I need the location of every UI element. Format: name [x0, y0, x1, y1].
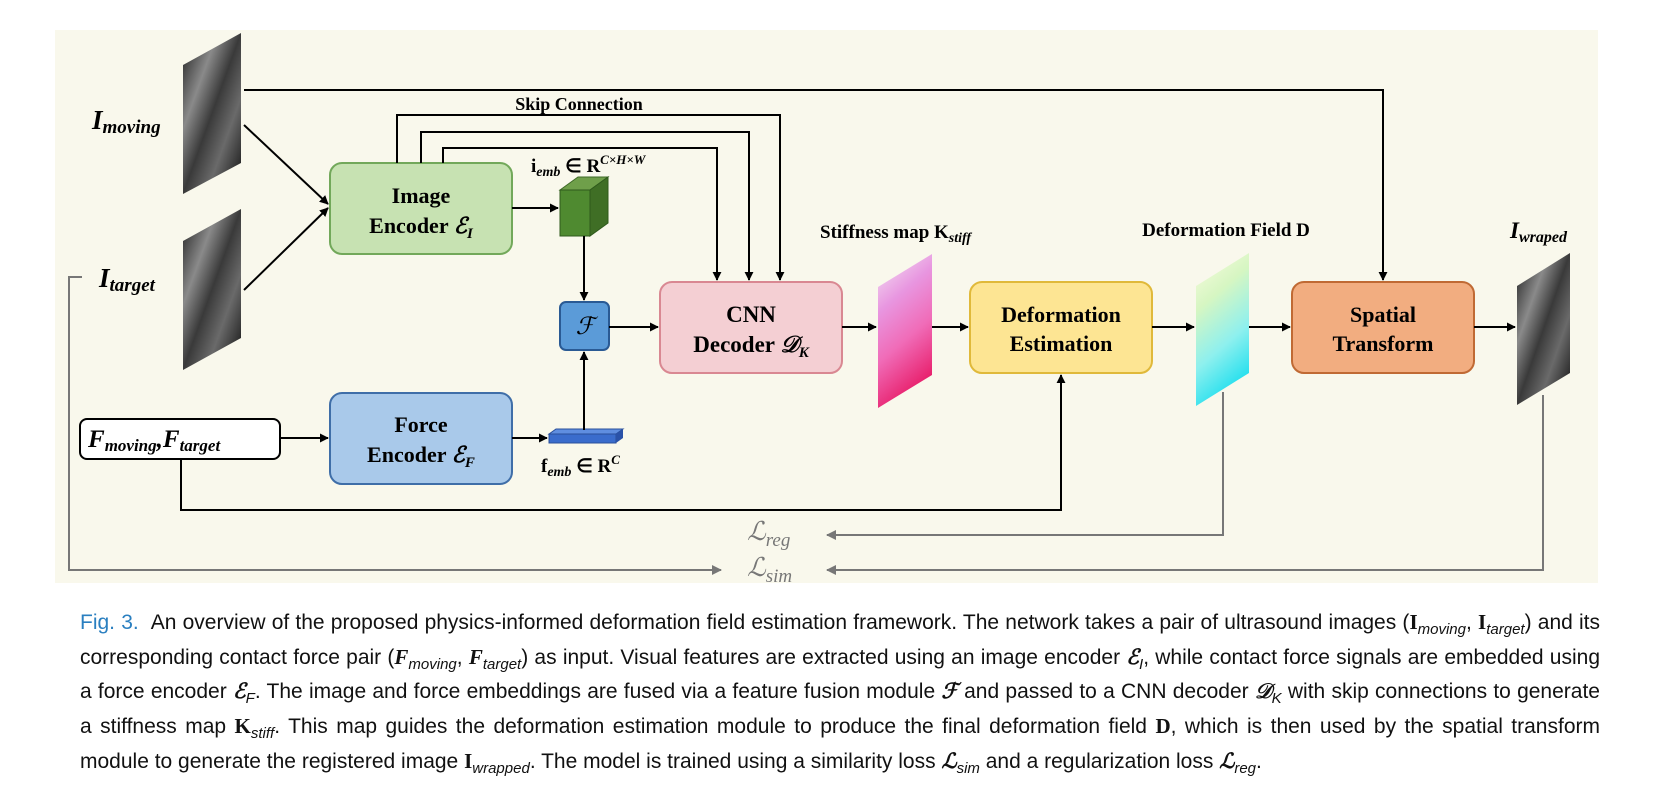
- i-emb-label: iemb ∈ RC×H×W: [531, 152, 647, 180]
- skip-connection-label: Skip Connection: [515, 94, 643, 114]
- cnn-decoder-line1: CNN: [726, 302, 776, 327]
- image-embedding-cube: [558, 176, 610, 237]
- deformation-field-label: Deformation Field D: [1142, 220, 1310, 241]
- wraped-ultrasound-image: [1517, 253, 1570, 405]
- loss-arrows: [68, 276, 1544, 575]
- f-emb-label: femb ∈ RC: [541, 452, 620, 480]
- stiffness-map-image: [878, 254, 932, 408]
- fusion-symbol: ℱ: [576, 314, 599, 340]
- figure-label: Fig. 3.: [80, 611, 139, 634]
- force-embedding-bar: [547, 428, 625, 444]
- data-flow-arrows: [180, 89, 1516, 511]
- target-ultrasound-image: [183, 209, 241, 370]
- cnn-decoder-box: [659, 281, 843, 374]
- spatial-transform-box: [1291, 281, 1475, 374]
- moving-ultrasound-image: [183, 33, 241, 194]
- loss-sim-label: ℒsim: [747, 553, 792, 587]
- stiffness-map-label: Stiffness map Kstiff: [820, 222, 972, 246]
- deformation-estimation-box: [969, 281, 1153, 374]
- force-input-label: Fmoving,Ftarget: [87, 426, 221, 455]
- spatial-transform-line2: Transform: [1332, 331, 1433, 356]
- force-encoder-line1: Force: [394, 412, 448, 437]
- force-encoder-line2: Encoder ℰF: [367, 442, 475, 471]
- framework-diagram: Imoving Itarget Fmoving,Ftarget Image En…: [55, 30, 1598, 587]
- deformation-estimation-line1: Deformation: [1001, 302, 1121, 327]
- i-moving-label: Imoving: [91, 105, 161, 138]
- i-target-label: Itarget: [98, 263, 156, 296]
- force-encoder-box: [329, 392, 513, 485]
- i-wraped-label: Iwraped: [1509, 218, 1568, 246]
- image-encoder-box: [329, 162, 513, 255]
- spatial-transform-line1: Spatial: [1350, 302, 1416, 327]
- deformation-estimation-line2: Estimation: [1010, 331, 1113, 356]
- loss-reg-label: ℒreg: [747, 517, 790, 551]
- cnn-decoder-line2: Decoder 𝒟K: [693, 332, 809, 361]
- image-encoder-line2: Encoder ℰI: [369, 213, 474, 242]
- figure-caption: Fig. 3.An overview of the proposed physi…: [80, 610, 1601, 777]
- image-encoder-line1: Image: [392, 183, 451, 208]
- deformation-field-image: [1196, 253, 1249, 406]
